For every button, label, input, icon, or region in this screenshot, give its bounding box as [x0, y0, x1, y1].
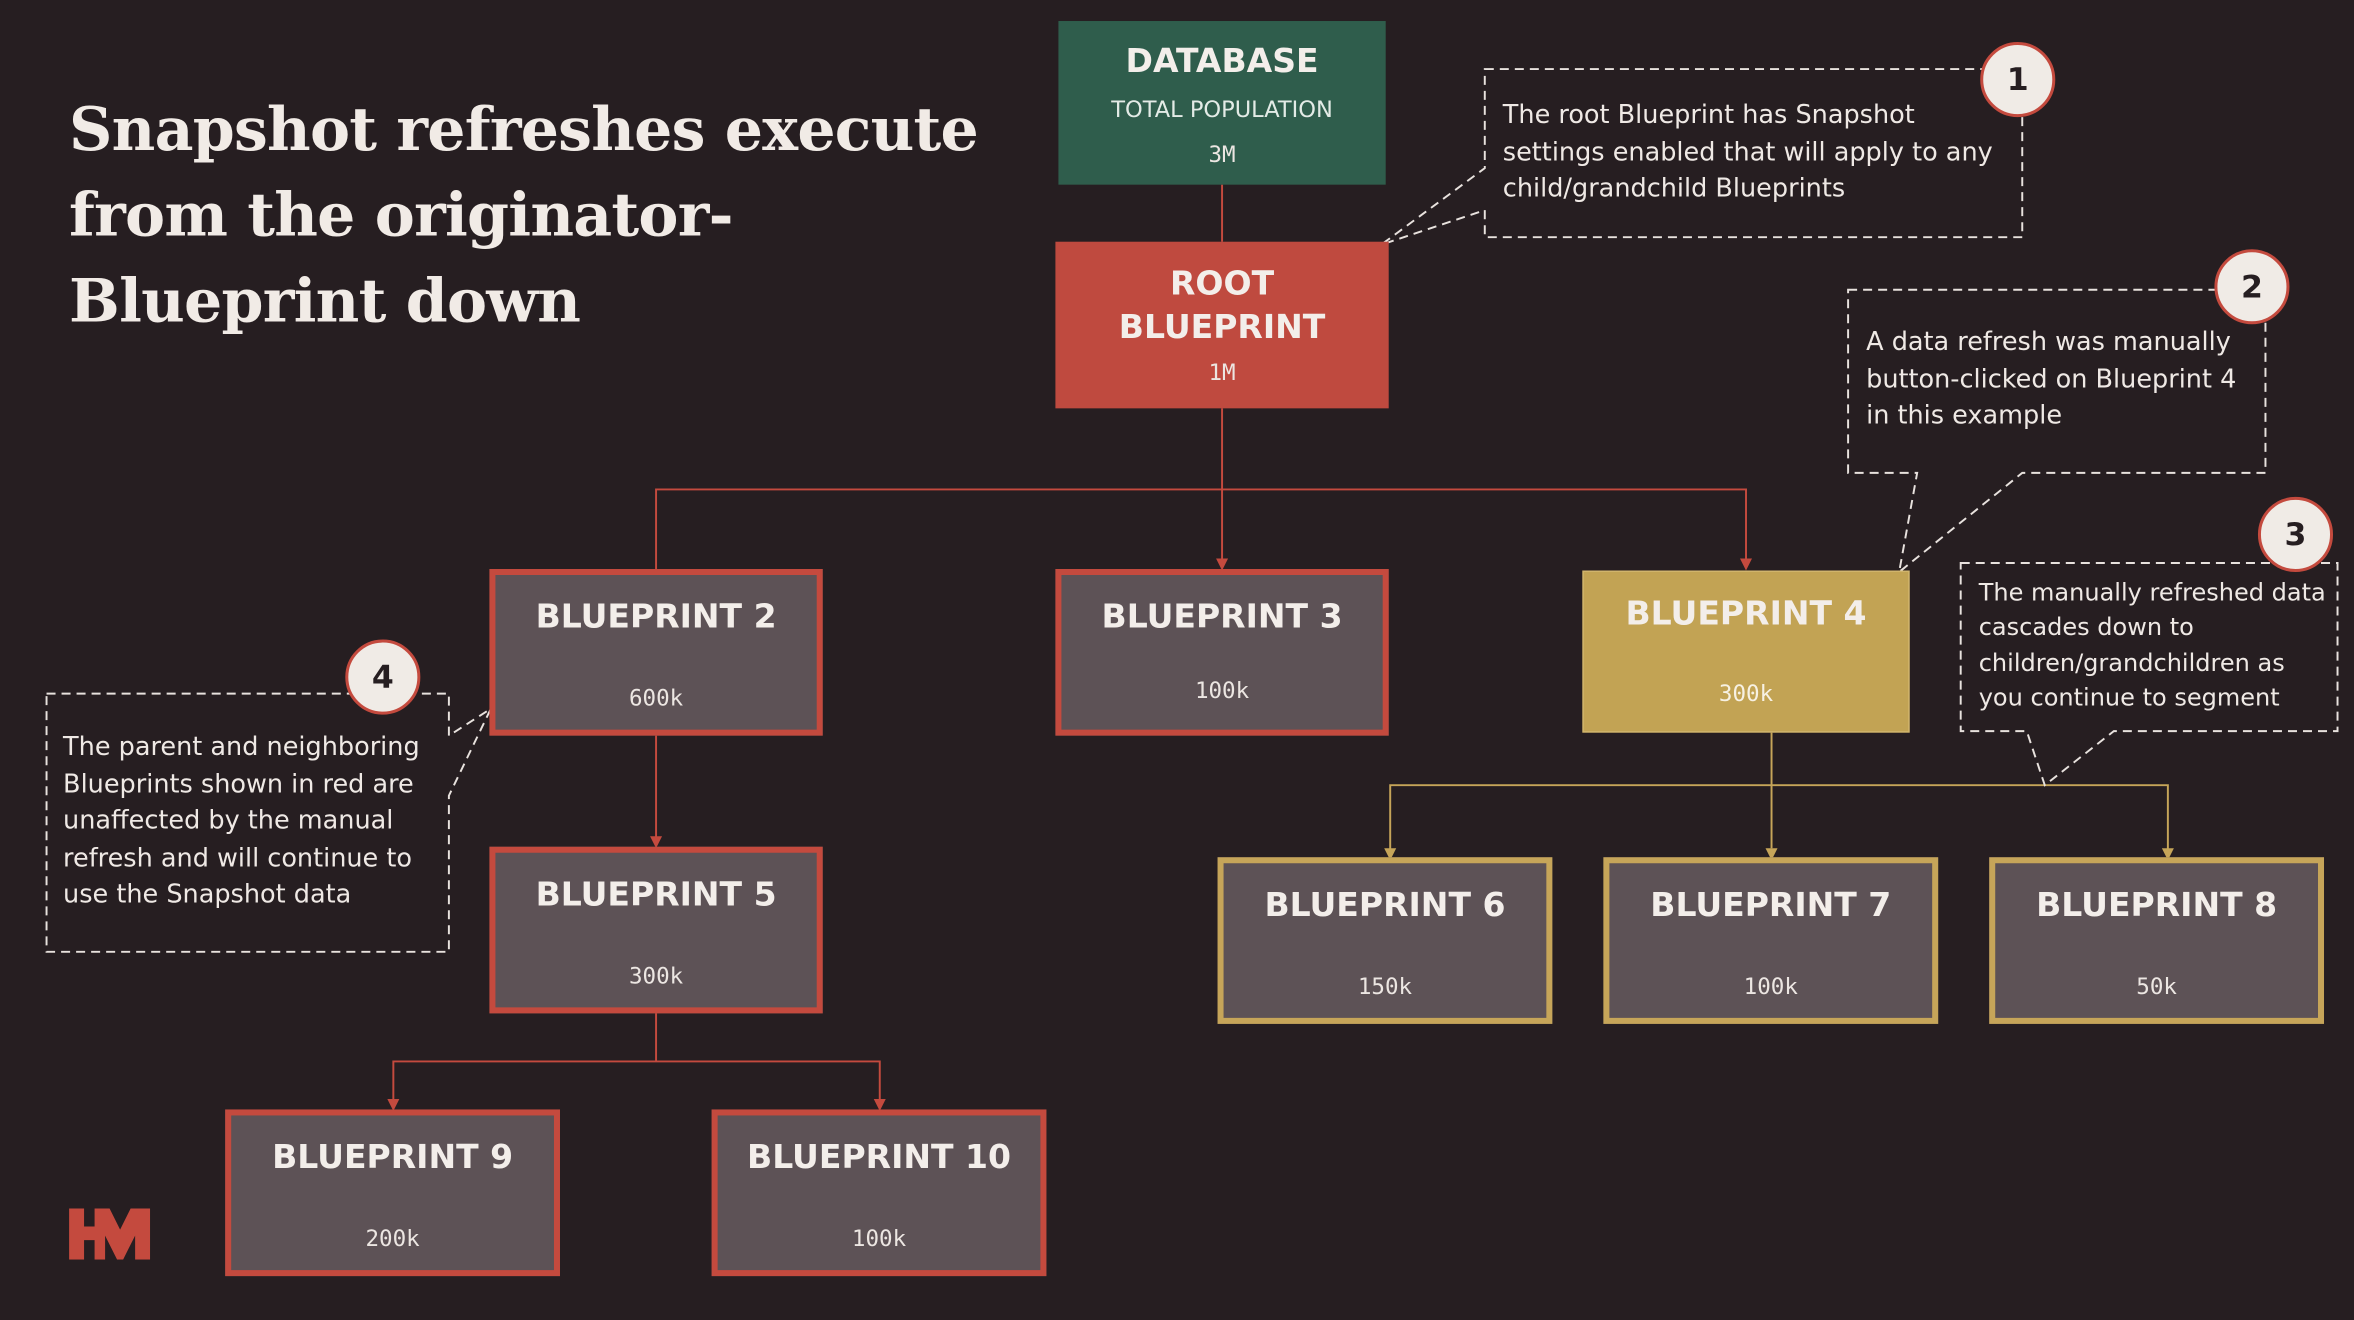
red-connectors — [392, 184, 1747, 1101]
blueprint-5-size: 300k — [628, 962, 684, 990]
root-blueprint-label: ROOT BLUEPRINT — [1055, 263, 1388, 350]
callout-1-text: The root Blueprint has Snapshot settings… — [1502, 100, 1993, 205]
callout-3-text: The manually refreshed data cascades dow… — [1978, 578, 2326, 712]
blueprint-4-node: BLUEPRINT 4 300k — [1582, 570, 1910, 733]
blueprint-7-size: 100k — [1743, 972, 1798, 1000]
blueprint-4-size: 300k — [1718, 680, 1774, 708]
blueprint-6-label: BLUEPRINT 6 — [1264, 887, 1506, 925]
callout-2-text: A data refresh was manually button-click… — [1866, 327, 2237, 431]
blueprint-6-size: 150k — [1357, 972, 1413, 1000]
callout-1-badge: 1 — [1980, 42, 2056, 118]
database-label: DATABASE — [1125, 43, 1319, 82]
blueprint-2-node: BLUEPRINT 2 600k — [489, 568, 823, 736]
gold-connectors — [1389, 732, 2169, 850]
red-arrowheads — [387, 558, 1753, 1111]
blueprint-8-node: BLUEPRINT 8 50k — [1989, 857, 2325, 1024]
root-blueprint-size: 1M — [1208, 358, 1236, 386]
blueprint-7-node: BLUEPRINT 7 100k — [1603, 857, 1939, 1024]
callout-4-badge: 4 — [345, 639, 421, 715]
callout-4-text: The parent and neighboring Blueprints sh… — [63, 732, 420, 910]
blueprint-9-size: 200k — [365, 1225, 420, 1253]
blueprint-6-node: BLUEPRINT 6 150k — [1217, 857, 1553, 1024]
root-blueprint-node: ROOT BLUEPRINT 1M — [1055, 241, 1389, 409]
callout-3-badge: 3 — [2257, 496, 2334, 572]
blueprint-5-label: BLUEPRINT 5 — [535, 876, 777, 915]
blueprint-3-node: BLUEPRINT 3 100k — [1055, 568, 1389, 736]
database-size: 3M — [1208, 141, 1236, 169]
callout-outlines — [45, 68, 2339, 953]
blueprint-3-size: 100k — [1194, 677, 1250, 705]
database-subtitle: TOTAL POPULATION — [1111, 96, 1333, 124]
blueprint-10-node: BLUEPRINT 10 100k — [711, 1109, 1047, 1277]
blueprint-8-size: 50k — [2136, 972, 2177, 1000]
blueprint-8-label: BLUEPRINT 8 — [2036, 887, 2278, 925]
brand-logo-icon — [69, 1208, 151, 1260]
blueprint-9-label: BLUEPRINT 9 — [272, 1139, 514, 1178]
blueprint-2-label: BLUEPRINT 2 — [535, 599, 777, 637]
blueprint-7-label: BLUEPRINT 7 — [1650, 887, 1892, 925]
root-label-line1: ROOT — [1169, 265, 1275, 304]
root-label-line2: BLUEPRINT — [1118, 309, 1326, 347]
blueprint-3-label: BLUEPRINT 3 — [1101, 599, 1343, 637]
blueprint-2-size: 600k — [628, 684, 684, 712]
gold-arrowheads — [1384, 848, 2174, 861]
blueprint-9-node: BLUEPRINT 9 200k — [225, 1109, 560, 1277]
database-node: DATABASE TOTAL POPULATION 3M — [1058, 21, 1386, 185]
blueprint-10-label: BLUEPRINT 10 — [747, 1139, 1012, 1178]
blueprint-5-node: BLUEPRINT 5 300k — [489, 846, 823, 1014]
blueprint-10-size: 100k — [851, 1225, 907, 1253]
blueprint-4-label: BLUEPRINT 4 — [1625, 596, 1867, 634]
callout-2-badge: 2 — [2214, 249, 2290, 325]
page-title: Snapshot refreshes execute from the orig… — [69, 94, 979, 337]
